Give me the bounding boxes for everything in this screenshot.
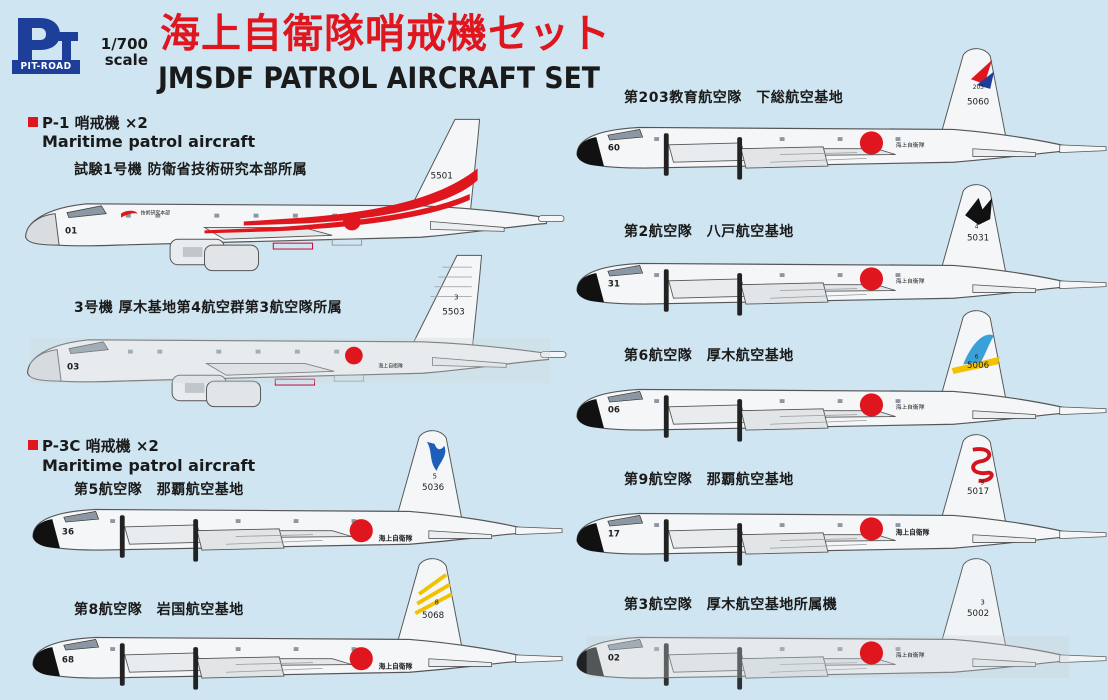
black-eagle-icon — [965, 197, 993, 225]
tail-small-number: 3 — [981, 599, 985, 607]
pit-road-logo-icon — [12, 14, 80, 66]
body-text: 海上自衛隊 — [378, 362, 403, 369]
p1-aircraft-01: 5501 01 技術研究本部 — [25, 118, 565, 272]
p3c-aircraft-02: 3 5002 02 海上自衛隊 — [576, 558, 1107, 691]
section-p1-subtitle: Maritime patrol aircraft — [42, 132, 256, 151]
tail-number: 5060 — [967, 97, 989, 107]
aircraft-caption: 第8航空隊 岩国航空基地 — [74, 602, 244, 618]
tail-number: 5503 — [442, 307, 464, 317]
tail-small-number: 203 — [973, 85, 984, 91]
tail-number: 5036 — [422, 483, 444, 493]
scale-label: 1/700 scale — [88, 36, 148, 68]
nose-number: 01 — [65, 226, 77, 236]
tail-small-number: 4 — [975, 225, 979, 231]
aircraft-caption: 第5航空隊 那覇航空基地 — [74, 482, 244, 498]
aircraft-caption: 3号機 厚木基地第4航空群第3航空隊所属 — [74, 300, 343, 316]
tail-number: 5068 — [422, 611, 444, 621]
tail-number: 5002 — [967, 609, 989, 619]
aircraft-caption: 試験1号機 防衛省技術研究本部所属 — [74, 162, 308, 178]
red-dragon-icon — [971, 447, 994, 483]
tail-number: 5501 — [430, 171, 452, 181]
body-text: 海上自衛隊 — [379, 661, 413, 670]
red-square-icon — [28, 117, 38, 127]
tail-small-number: 8 — [435, 599, 439, 607]
nose-number: 68 — [62, 656, 74, 666]
blue-pegasus-icon — [426, 441, 446, 471]
p3c-aircraft-60: 203 5060 60 海上自衛隊 — [576, 48, 1107, 181]
body-text: 技術研究本部 — [141, 210, 171, 217]
hinomaru-icon — [859, 131, 884, 155]
body-text: 海上自衛隊 — [896, 403, 925, 411]
red-square-icon — [28, 440, 38, 450]
tail-small-number: 6 — [975, 355, 979, 361]
tail-number: 5031 — [967, 233, 989, 243]
body-text: 海上自衛隊 — [896, 277, 925, 285]
aircraft-caption: 第2航空隊 八戸航空基地 — [624, 224, 794, 240]
nose-number: 60 — [608, 144, 620, 154]
body-text: 海上自衛隊 — [896, 528, 930, 537]
aircraft-caption: 第9航空隊 那覇航空基地 — [624, 472, 794, 488]
hinomaru-icon — [343, 212, 361, 231]
hinomaru-icon — [349, 647, 373, 671]
title-japanese: 海上自衛隊哨戒機セット — [160, 11, 611, 57]
tail-small-number: 9 — [981, 481, 985, 487]
p3c-aircraft-31: 4 5031 31 海上自衛隊 — [576, 184, 1107, 317]
nose-number: 17 — [608, 530, 620, 540]
yellow-stripes-icon — [414, 573, 453, 616]
section-p3c-subtitle: Maritime patrol aircraft — [42, 456, 256, 475]
tail-number: 5017 — [967, 487, 989, 497]
logo-text: PIT-ROAD — [12, 60, 80, 74]
p3c-aircraft-36: 5 5036 36 海上自衛隊 — [32, 430, 563, 563]
nose-number: 03 — [67, 362, 79, 372]
hinomaru-icon — [859, 517, 884, 541]
nose-number: 06 — [608, 406, 620, 416]
aircraft-caption: 第6航空隊 厚木航空基地 — [624, 348, 794, 364]
nose-number: 31 — [608, 280, 620, 290]
blue-yellow-crest-icon — [951, 356, 1000, 375]
hinomaru-icon — [349, 519, 373, 543]
section-p3c-title: P-3C 哨戒機 ×2 — [28, 437, 159, 455]
hinomaru-icon — [859, 267, 884, 291]
tail-small-number: 3 — [454, 294, 458, 302]
nose-number: 36 — [62, 528, 74, 538]
p3c-aircraft-06: 6 5006 06 海上自衛隊 — [576, 310, 1107, 443]
hinomaru-icon — [345, 346, 363, 365]
section-p1-title: P-1 哨戒機 ×2 — [28, 114, 148, 132]
aircraft-caption: 第3航空隊 厚木航空基地所属機 — [624, 597, 838, 613]
p3c-aircraft-17: 9 5017 17 海上自衛隊 — [576, 434, 1107, 567]
nose-number: 02 — [608, 654, 620, 664]
tail-small-number: 5 — [433, 473, 437, 481]
scale-ratio: 1/700 — [100, 35, 148, 53]
hinomaru-icon — [859, 393, 884, 417]
aircraft-caption: 第203教育航空隊 下総航空基地 — [624, 90, 844, 106]
body-text: 海上自衛隊 — [379, 533, 413, 542]
p3c-aircraft-68: 8 5068 68 海上自衛隊 — [32, 558, 563, 691]
red-blue-arrow-icon — [970, 59, 993, 85]
body-text: 海上自衛隊 — [896, 651, 925, 659]
body-text: 海上自衛隊 — [896, 141, 925, 149]
title-english: JMSDF PATROL AIRCRAFT SET — [158, 61, 601, 95]
scale-word: scale — [104, 51, 148, 69]
hinomaru-icon — [859, 641, 884, 665]
tail-number: 5006 — [967, 361, 989, 371]
p1-aircraft-03: 3 5503 03 海上自衛隊 — [27, 254, 567, 408]
